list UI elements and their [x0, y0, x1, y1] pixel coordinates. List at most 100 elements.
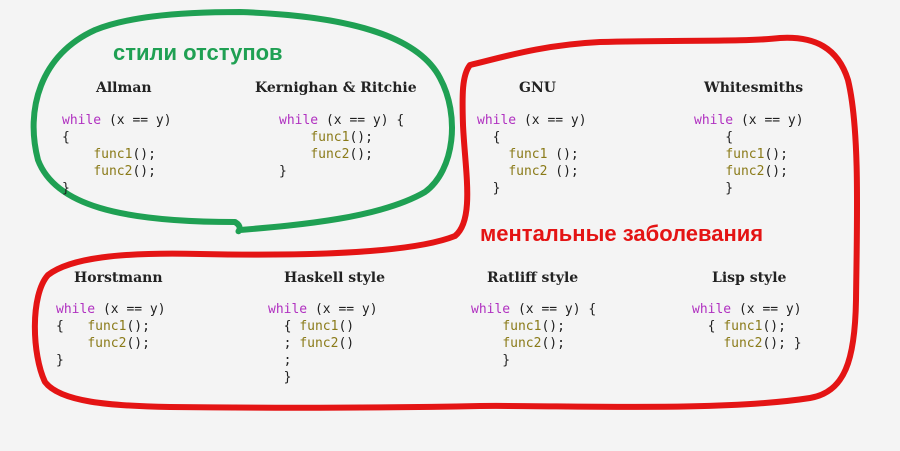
code-line: while (x == y): [268, 302, 378, 317]
code-text: [692, 336, 723, 351]
mental-illness-label: ментальные заболевания: [480, 221, 764, 246]
style-title: Haskell style: [284, 270, 386, 286]
code-text: (x == y): [731, 302, 802, 317]
code-line: }: [279, 164, 287, 179]
style-haskell: Haskell style while (x == y) { func1() ;…: [268, 270, 385, 386]
style-title: Whitesmiths: [704, 80, 804, 96]
code-text: [471, 336, 502, 351]
style-title: Ratliff style: [487, 270, 579, 286]
green-loop: [30, 9, 455, 235]
style-whitesmiths: Whitesmiths while (x == y) { func1(); fu…: [694, 80, 804, 197]
code-text: ();: [541, 336, 565, 351]
code-line: while (x == y) {: [279, 113, 404, 128]
style-kernighan-ritchie: Kernighan & Ritchie while (x == y) { fun…: [255, 80, 417, 180]
function-name: func1: [87, 319, 127, 334]
code-text: (x == y) {: [318, 113, 405, 128]
code-line: while (x == y): [477, 113, 587, 128]
keyword: while: [692, 302, 732, 317]
code-line: func2();: [62, 164, 156, 179]
code-line: {: [477, 130, 501, 145]
keyword: while: [62, 113, 102, 128]
code-line: func1 ();: [477, 147, 578, 162]
keyword: while: [268, 302, 308, 317]
code-text: }: [268, 370, 292, 385]
code-text: ();: [764, 147, 788, 162]
style-title: GNU: [519, 80, 556, 96]
keyword: while: [56, 302, 96, 317]
code-line: }: [694, 181, 733, 196]
function-name: func1: [299, 319, 339, 334]
code-line: }: [268, 370, 292, 385]
code-line: ;: [268, 353, 292, 368]
function-name: func2: [502, 336, 542, 351]
code-text: [477, 164, 508, 179]
code-text: [279, 147, 310, 162]
function-name: func2: [725, 164, 765, 179]
code-text: (x == y): [95, 302, 166, 317]
code-text: }: [56, 353, 64, 368]
code-text: [279, 130, 310, 145]
code-line: func1();: [694, 147, 788, 162]
code-text: (x == y): [101, 113, 172, 128]
function-name: func2: [723, 336, 763, 351]
code-line: while (x == y): [692, 302, 802, 317]
style-title: Allman: [96, 80, 152, 96]
code-line: func1();: [62, 147, 156, 162]
code-block: while (x == y) { func1(); func2(); }: [692, 301, 802, 352]
code-text: }: [279, 164, 287, 179]
code-block: while (x == y) { func1(); func2(); }: [471, 301, 596, 369]
code-text: ();: [349, 147, 373, 162]
code-line: while (x == y): [694, 113, 804, 128]
function-name: func1: [93, 147, 133, 162]
code-text: [62, 147, 93, 162]
code-line: }: [62, 181, 70, 196]
style-allman: Allman while (x == y) { func1(); func2()…: [62, 80, 172, 197]
code-line: {: [694, 130, 733, 145]
function-name: func1: [502, 319, 542, 334]
keyword: while: [694, 113, 734, 128]
function-name: func1: [310, 130, 350, 145]
code-text: ();: [349, 130, 373, 145]
code-text: ();: [132, 164, 156, 179]
code-line: }: [477, 181, 501, 196]
function-name: func1: [723, 319, 763, 334]
code-line: }: [56, 353, 64, 368]
code-text: {: [692, 319, 724, 334]
style-title: Horstmann: [74, 270, 163, 286]
code-text: (x == y): [733, 113, 804, 128]
indentation-styles-label: стили отступов: [113, 40, 283, 65]
code-text: (): [338, 319, 355, 334]
code-line: }: [471, 353, 510, 368]
keyword: while: [279, 113, 319, 128]
code-block: while (x == y) { func1(); func2 (); }: [694, 112, 804, 197]
style-lisp: Lisp style while (x == y) { func1(); fun…: [692, 270, 802, 352]
code-line: {: [62, 130, 70, 145]
code-block: while (x == y) { func1(); func2(); }: [56, 301, 166, 369]
code-line: func2 ();: [477, 164, 578, 179]
code-text: {: [477, 130, 501, 145]
code-text: }: [694, 181, 734, 196]
code-text: [471, 319, 502, 334]
style-ratliff: Ratliff style while (x == y) { func1(); …: [471, 270, 596, 369]
function-name: func1: [725, 147, 765, 162]
code-line: ; func2(): [268, 336, 354, 351]
code-line: func2(); }: [692, 336, 801, 351]
code-text: (): [338, 336, 355, 351]
code-line: func1();: [279, 130, 373, 145]
style-title: Kernighan & Ritchie: [255, 80, 417, 96]
code-text: (x == y): [307, 302, 378, 317]
code-text: ;: [268, 353, 292, 368]
code-block: while (x == y) { func1 (); func2 (); }: [477, 112, 587, 197]
style-horstmann: Horstmann while (x == y) { func1(); func…: [56, 270, 166, 369]
code-text: [62, 164, 93, 179]
code-line: func2();: [56, 336, 150, 351]
code-line: while (x == y) {: [471, 302, 596, 317]
code-text: {: [56, 319, 88, 334]
code-text: (x == y): [516, 113, 587, 128]
function-name: func1: [508, 147, 548, 162]
code-line: { func1(): [268, 319, 354, 334]
code-text: ();: [126, 319, 150, 334]
function-name: func2: [299, 336, 339, 351]
code-text: [694, 147, 725, 162]
